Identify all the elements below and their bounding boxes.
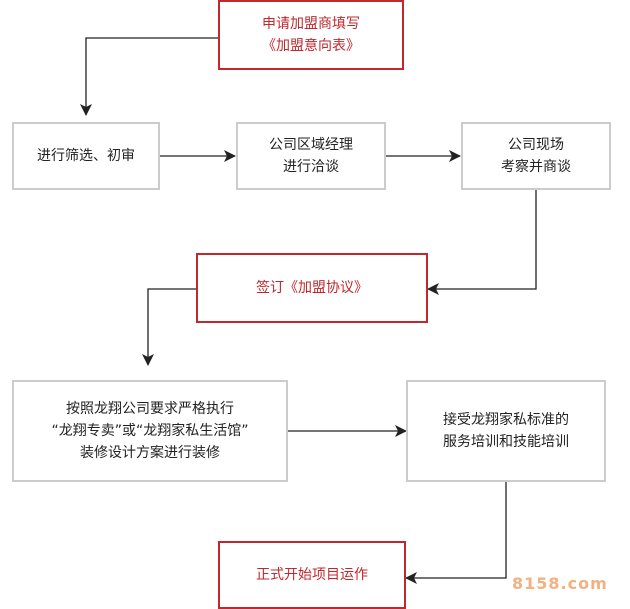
step-decor-line-3: 装修设计方案进行装修 <box>80 445 220 461</box>
arrow-inspect-to-sign <box>427 190 537 295</box>
arrow-sign-to-decor <box>142 288 196 366</box>
step-train-line-1: 接受龙翔家私标准的 <box>443 412 569 428</box>
step-train-line-2: 服务培训和技能培训 <box>443 434 569 450</box>
step-start-operation: 正式开始项目运作 <box>218 541 406 609</box>
step-decor-line-2: “龙翔专卖”或“龙翔家私生活馆” <box>51 423 249 439</box>
step-store-decoration: 按照龙翔公司要求严格执行 “龙翔专卖”或“龙翔家私生活馆” 装修设计方案进行装修 <box>12 380 288 482</box>
arrow-train-to-start <box>405 482 507 584</box>
step-regional-manager: 公司区域经理 进行洽谈 <box>236 122 386 190</box>
step-screening-line-1: 进行筛选、初审 <box>37 148 135 164</box>
step-apply-form: 申请加盟商填写 《加盟意向表》 <box>218 0 404 70</box>
step-screening: 进行筛选、初审 <box>12 122 160 190</box>
step-site-inspection: 公司现场 考察并商谈 <box>461 122 611 190</box>
step-training: 接受龙翔家私标准的 服务培训和技能培训 <box>406 380 606 482</box>
step-inspect-line-1: 公司现场 <box>508 137 564 153</box>
step-sign-agreement: 签订《加盟协议》 <box>196 253 428 323</box>
step-sign-line-1: 签订《加盟协议》 <box>256 280 368 296</box>
arrow-apply-to-screen <box>80 37 218 116</box>
step-start-line-1: 正式开始项目运作 <box>256 567 368 583</box>
step-inspect-line-2: 考察并商谈 <box>501 159 571 175</box>
watermark-logo: 8158.com <box>512 574 608 593</box>
step-apply-line-1: 申请加盟商填写 <box>262 16 360 32</box>
step-apply-line-2: 《加盟意向表》 <box>262 38 360 54</box>
step-manager-line-2: 进行洽谈 <box>283 159 339 175</box>
step-manager-line-1: 公司区域经理 <box>269 137 353 153</box>
step-decor-line-1: 按照龙翔公司要求严格执行 <box>66 401 234 417</box>
